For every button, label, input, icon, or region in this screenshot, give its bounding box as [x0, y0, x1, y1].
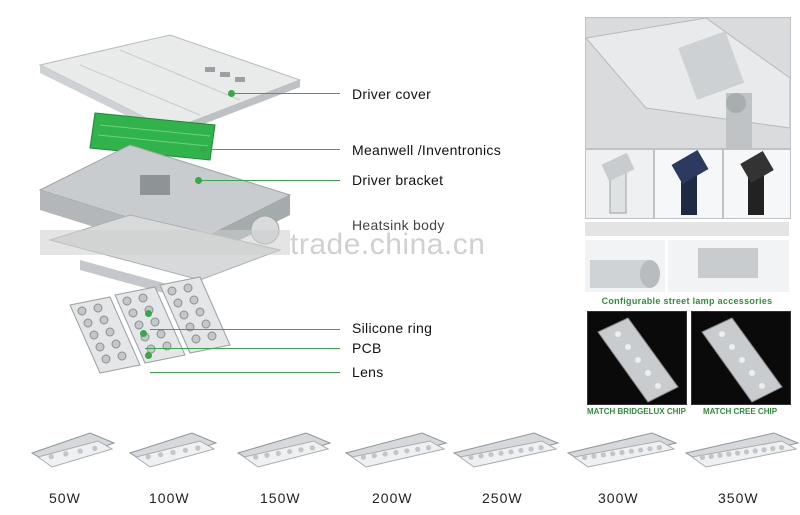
- led-lens: [189, 295, 199, 305]
- led-lens: [95, 342, 105, 352]
- led-lens: [156, 329, 166, 339]
- led-lens: [207, 331, 217, 341]
- photo-bracket-2: [654, 149, 723, 219]
- driver-illustration: [89, 112, 216, 161]
- photo-pole-adapter-2: [668, 240, 789, 292]
- leader-dot: [140, 330, 147, 337]
- wattage-label: 150W: [260, 490, 301, 506]
- photo-bracket-3: [723, 149, 791, 219]
- led-boards-illustration: [69, 276, 231, 374]
- led-lens: [77, 306, 87, 316]
- leader-dot: [228, 90, 235, 97]
- wattage-label: 250W: [482, 490, 523, 506]
- leader-line: [145, 348, 340, 349]
- photo-bridgelux-module: [587, 311, 687, 405]
- label-heatsink: Heatsink body: [352, 217, 445, 233]
- led-lens: [117, 351, 127, 361]
- wattage-label: 300W: [598, 490, 639, 506]
- led-lens: [138, 293, 148, 303]
- watermark-blur: [40, 230, 290, 255]
- caption-blur: [585, 222, 789, 236]
- wattage-label: 200W: [372, 490, 413, 506]
- led-lens: [167, 286, 177, 296]
- label-silicone-ring: Silicone ring: [352, 320, 433, 336]
- lamp-product-100w: [128, 425, 220, 485]
- leader-line: [204, 149, 340, 150]
- led-lens: [93, 303, 103, 313]
- label-driver-bracket: Driver bracket: [352, 172, 444, 188]
- led-lens: [201, 319, 211, 329]
- label-pcb: PCB: [352, 340, 382, 356]
- lamp-product-150w: [236, 425, 334, 485]
- wattage-label: 350W: [718, 490, 759, 506]
- leader-line: [150, 372, 340, 373]
- driver-cover-illustration: [38, 34, 302, 137]
- accessories-title: Configurable street lamp accessories: [601, 296, 773, 306]
- leader-line: [232, 93, 340, 94]
- photo-bracket-1: [585, 149, 654, 219]
- caption-bridgelux: MATCH BRIDGELUX CHIP: [587, 407, 686, 416]
- led-lens: [105, 327, 115, 337]
- led-lens: [195, 307, 205, 317]
- lamp-product-200w: [344, 425, 450, 485]
- label-lens: Lens: [352, 364, 384, 380]
- led-lens: [101, 354, 111, 364]
- led-lens: [183, 283, 193, 293]
- photo-pole-adapter-1: [585, 240, 665, 292]
- caption-cree: MATCH CREE CHIP: [702, 407, 778, 416]
- led-lens: [134, 320, 144, 330]
- label-driver: Meanwell /Inventronics: [352, 142, 501, 158]
- led-lens: [150, 317, 160, 327]
- leader-dot: [145, 310, 152, 317]
- led-lens: [83, 318, 93, 328]
- exploded-view-diagram: [38, 34, 302, 374]
- leader-dot: [195, 177, 202, 184]
- led-lens: [99, 315, 109, 325]
- leader-line: [199, 180, 340, 181]
- watermark-text: trade.china.cn: [290, 228, 486, 261]
- led-lens: [179, 310, 189, 320]
- wattage-label: 100W: [149, 490, 190, 506]
- lamp-product-250w: [452, 425, 562, 485]
- led-lens: [111, 339, 121, 349]
- led-lens: [191, 334, 201, 344]
- led-lens: [89, 330, 99, 340]
- leader-dot: [200, 146, 207, 153]
- lamp-product-50w: [30, 425, 118, 485]
- led-lens: [173, 298, 183, 308]
- housing-closeup-illustration: [586, 18, 790, 148]
- wattage-label: 50W: [49, 490, 81, 506]
- lamp-product-300w: [566, 425, 680, 485]
- leader-line: [150, 329, 340, 330]
- photo-cree-module: [691, 311, 791, 405]
- label-driver-cover: Driver cover: [352, 86, 432, 102]
- leader-dot: [145, 352, 152, 359]
- lamp-product-350w: [684, 425, 800, 485]
- photo-housing-closeup: [585, 17, 791, 149]
- led-lens: [128, 308, 138, 318]
- led-lens: [122, 296, 132, 306]
